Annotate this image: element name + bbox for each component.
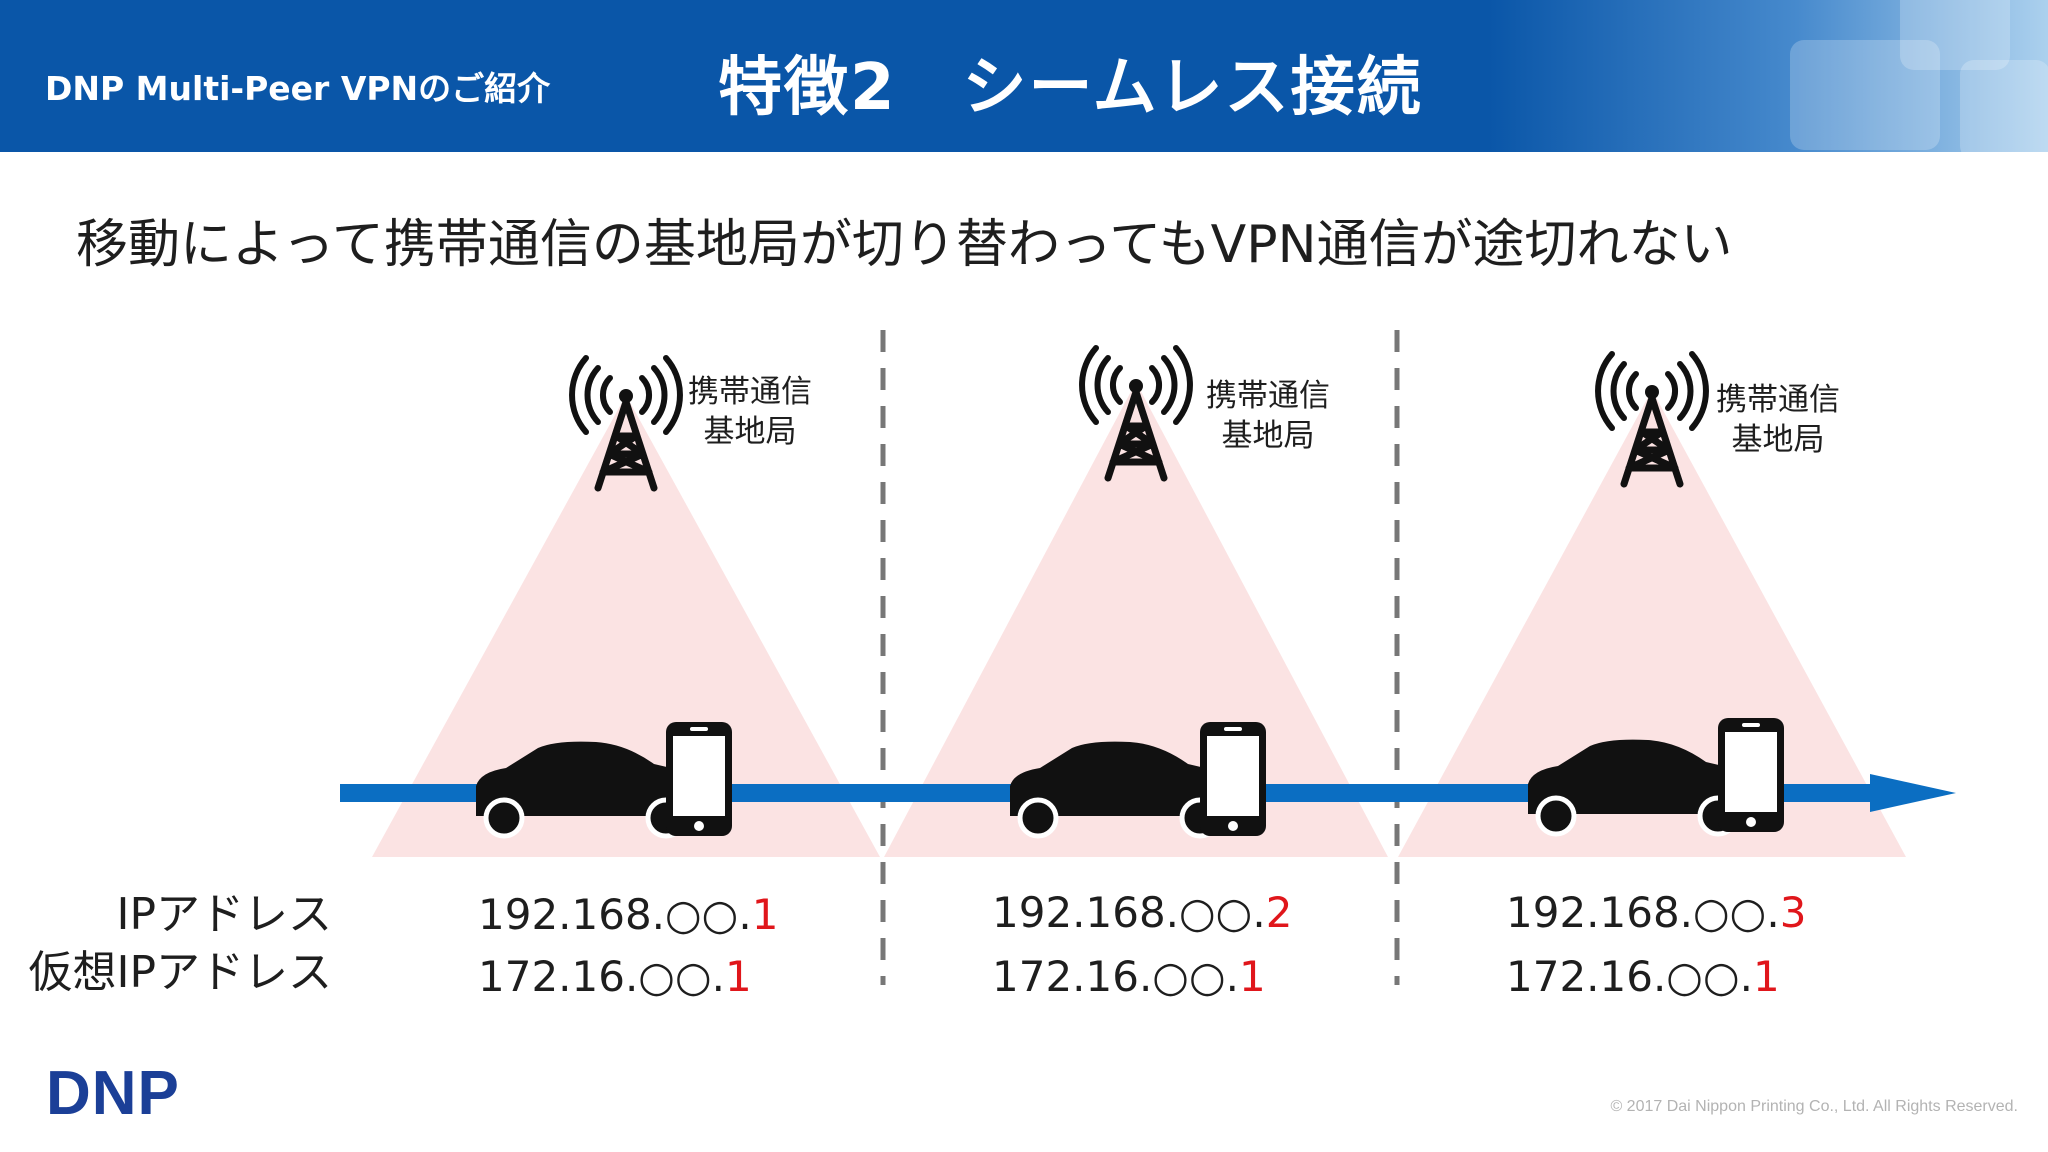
smartphone-icon — [1718, 718, 1784, 832]
brand-title: DNP Multi-Peer VPNのご紹介 — [45, 69, 551, 108]
virtual-ip-address-label: 仮想IPアドレス — [28, 947, 332, 998]
station-label-line2: 基地局 — [703, 414, 797, 450]
ip-address-value: 192.168.○○.2 — [992, 888, 1292, 937]
station-label: 携帯通信 基地局 — [688, 372, 812, 452]
virtual-ip-value: 172.16.○○.1 — [1506, 952, 1780, 1001]
station-label-line1: 携帯通信 — [688, 374, 812, 410]
ip-prefix: 192.168.○○. — [478, 890, 752, 939]
ip-suffix: 2 — [1265, 888, 1293, 937]
vip-suffix: 1 — [1752, 952, 1780, 1001]
ip-address-value: 192.168.○○.3 — [1506, 888, 1806, 937]
header-decoration-tile — [1900, 0, 2010, 70]
vip-prefix: 172.16.○○. — [992, 952, 1239, 1001]
smartphone-icon — [1200, 722, 1266, 836]
header-decoration — [1488, 0, 2048, 152]
station-label: 携帯通信 基地局 — [1206, 376, 1330, 456]
header-decoration-tile — [1790, 40, 1940, 150]
station-label-line1: 携帯通信 — [1716, 382, 1840, 418]
coverage-area — [372, 395, 880, 857]
dnp-logo: DNP — [46, 1059, 180, 1128]
station-label-line2: 基地局 — [1221, 418, 1315, 454]
ip-address-value: 192.168.○○.1 — [478, 890, 778, 939]
ip-suffix: 1 — [751, 890, 779, 939]
vip-suffix: 1 — [1238, 952, 1266, 1001]
ip-address-label: IPアドレス — [116, 889, 332, 940]
header-decoration-tile — [1960, 60, 2048, 152]
smartphone-icon — [666, 722, 732, 836]
slide-subtitle: 移動によって携帯通信の基地局が切り替わってもVPN通信が途切れない — [76, 215, 1733, 275]
page-title: 特徴2 シームレス接続 — [718, 51, 1423, 125]
copyright-notice: © 2017 Dai Nippon Printing Co., Ltd. All… — [1610, 1098, 2018, 1115]
vip-prefix: 172.16.○○. — [478, 952, 725, 1001]
ip-prefix: 192.168.○○. — [1506, 888, 1780, 937]
station-label-line1: 携帯通信 — [1206, 378, 1330, 414]
vip-suffix: 1 — [724, 952, 752, 1001]
header-bar: DNP Multi-Peer VPNのご紹介 特徴2 シームレス接続 — [0, 0, 2048, 152]
ip-suffix: 3 — [1779, 888, 1807, 937]
arrow-head — [1870, 774, 1956, 812]
station-label: 携帯通信 基地局 — [1716, 380, 1840, 460]
station-label-line2: 基地局 — [1731, 422, 1825, 458]
ip-prefix: 192.168.○○. — [992, 888, 1266, 937]
vip-prefix: 172.16.○○. — [1506, 952, 1753, 1001]
virtual-ip-value: 172.16.○○.1 — [478, 952, 752, 1001]
virtual-ip-value: 172.16.○○.1 — [992, 952, 1266, 1001]
